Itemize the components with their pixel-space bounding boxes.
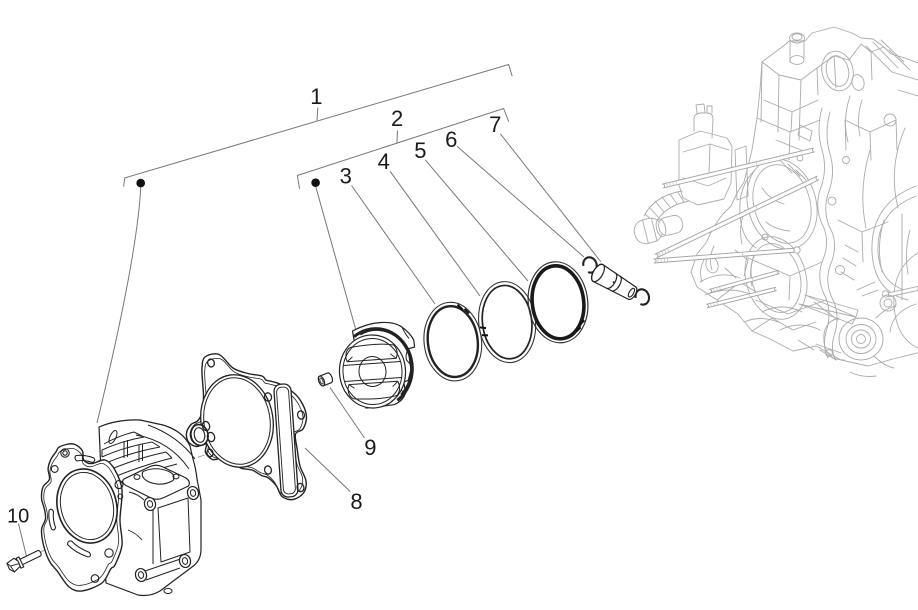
- svg-text:3: 3: [340, 164, 352, 189]
- svg-text:2: 2: [391, 106, 403, 131]
- svg-text:4: 4: [378, 149, 390, 174]
- svg-text:8: 8: [350, 489, 362, 514]
- svg-text:7: 7: [489, 112, 501, 137]
- svg-text:6: 6: [445, 127, 457, 152]
- svg-text:5: 5: [414, 138, 426, 163]
- svg-text:10: 10: [7, 505, 29, 527]
- svg-text:9: 9: [364, 435, 376, 460]
- svg-text:1: 1: [310, 84, 322, 109]
